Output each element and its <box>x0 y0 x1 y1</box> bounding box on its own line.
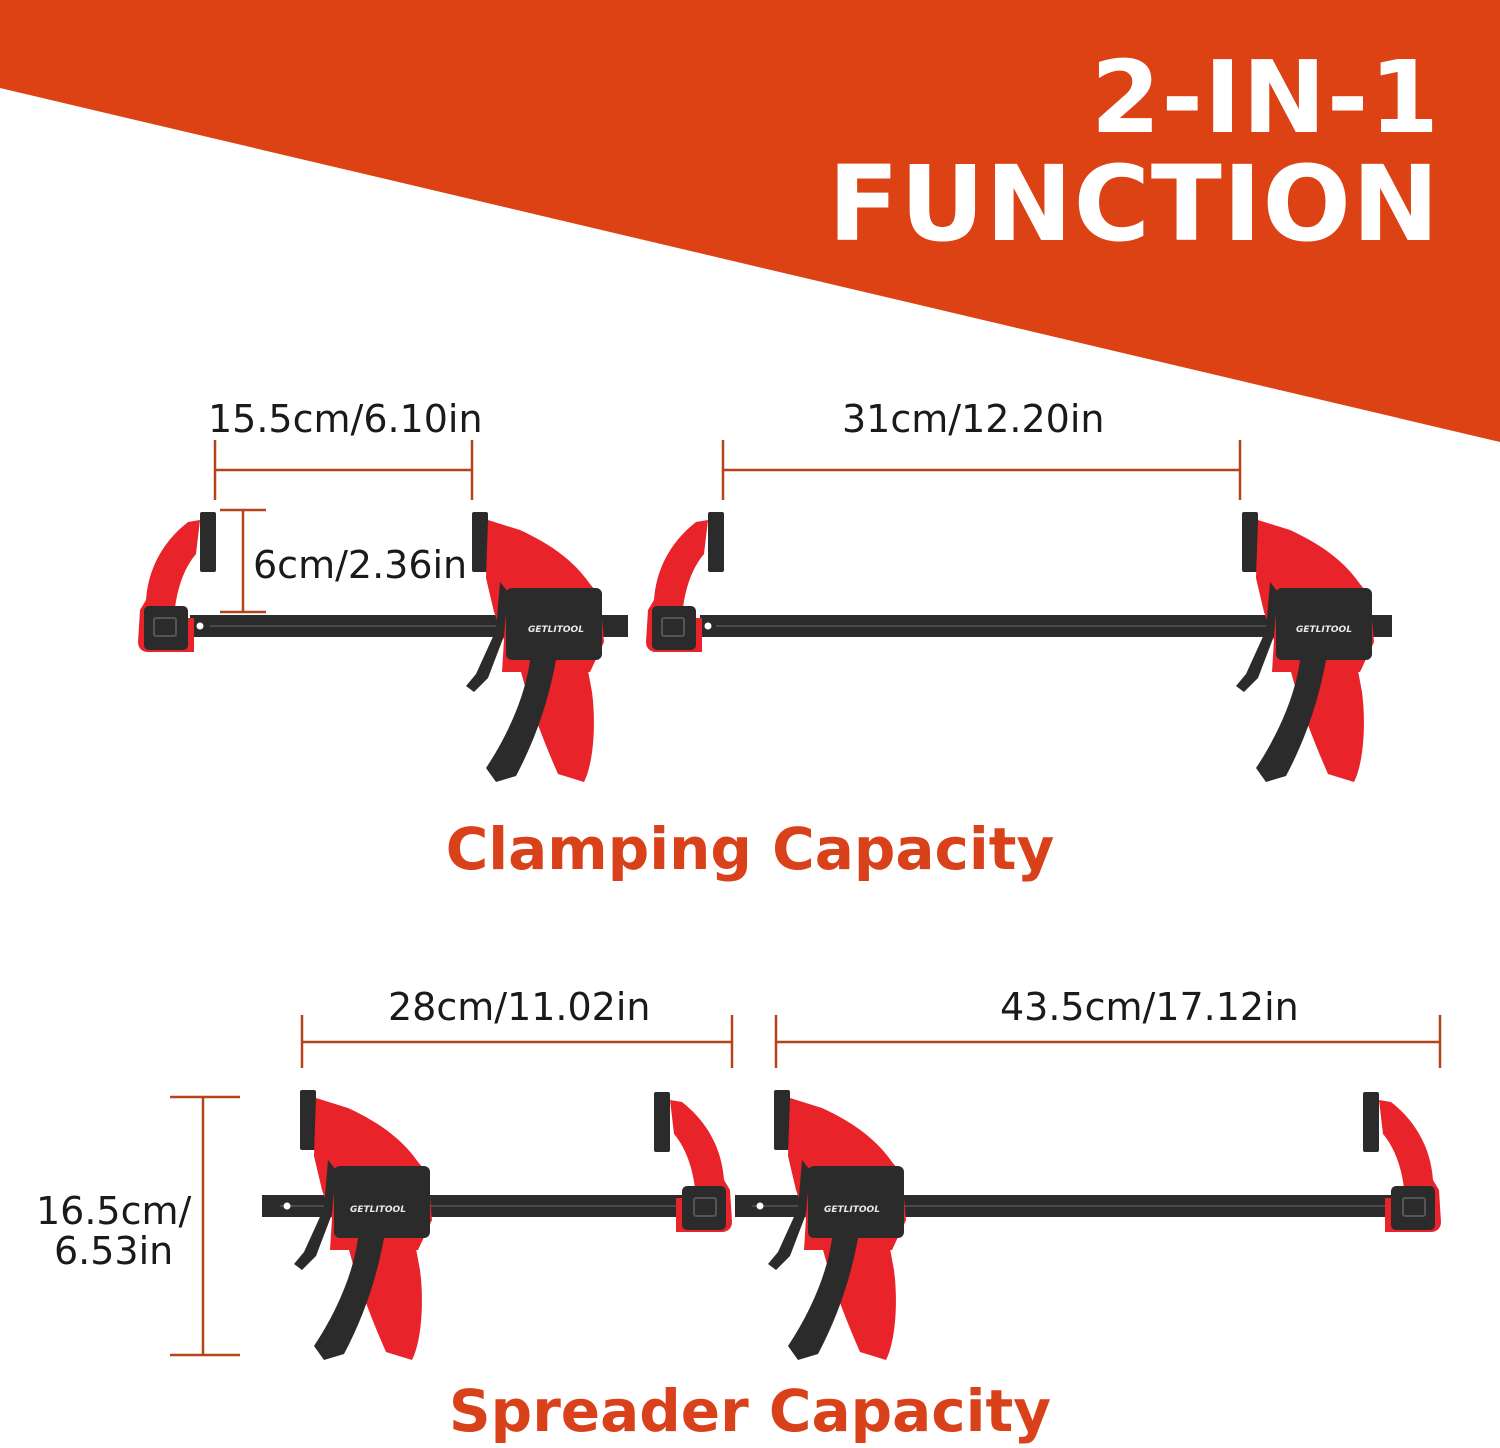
brand-logo: GETLITOOL <box>350 1205 406 1215</box>
brand-logo: GETLITOOL <box>1296 625 1352 635</box>
spreader-large-width-label: 43.5cm/17.12in <box>1000 985 1299 1029</box>
small-clamp-spreader-mode: GETLITOOL <box>262 1090 733 1360</box>
clamping-small-width-label: 15.5cm/6.10in <box>208 397 483 441</box>
title-banner <box>0 0 1500 442</box>
large-clamp-spreader-mode: GETLITOOL <box>735 1090 1442 1360</box>
large-clamp-clamping-mode: GETLITOOL <box>645 511 1392 782</box>
spreader-height-label-line2: 6.53in <box>54 1229 174 1273</box>
small-clamp-clamping-mode: GETLITOOL <box>137 511 628 782</box>
spreader-height-label-line1: 16.5cm/ <box>36 1189 192 1233</box>
clamping-large-width-label: 31cm/12.20in <box>842 397 1105 441</box>
brand-logo: GETLITOOL <box>824 1205 880 1215</box>
clamping-dimension-lines <box>213 440 1242 614</box>
title-line-2: FUNCTION <box>828 143 1440 265</box>
title-line-1: 2-IN-1 <box>1090 39 1440 156</box>
spreader-small-width-label: 28cm/11.02in <box>388 985 651 1029</box>
clamping-throat-depth-label: 6cm/2.36in <box>253 543 468 587</box>
brand-logo: GETLITOOL <box>528 625 584 635</box>
clamping-capacity-caption: Clamping Capacity <box>445 815 1055 883</box>
spreader-capacity-caption: Spreader Capacity <box>448 1377 1052 1445</box>
spreader-dimension-lines <box>170 1015 1442 1357</box>
